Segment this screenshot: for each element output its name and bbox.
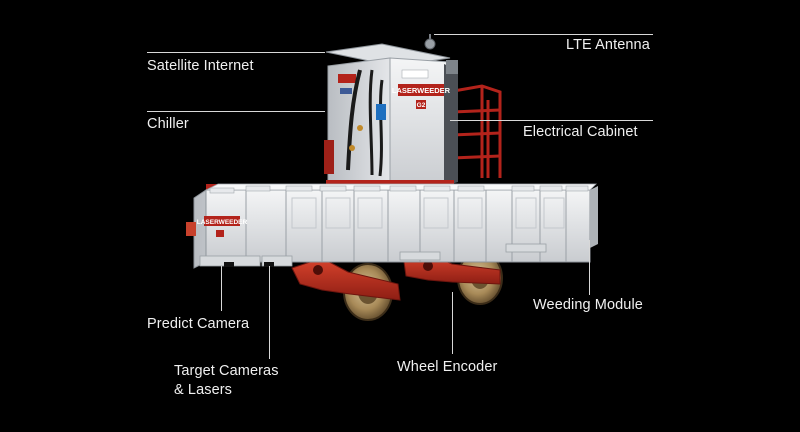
weeding-boom: LASERWEEDER	[186, 183, 598, 269]
label-chiller: Chiller	[147, 116, 189, 132]
label-wheel-encoder: Wheel Encoder	[397, 359, 498, 375]
label-satellite-internet: Satellite Internet	[147, 58, 254, 74]
label-weeding-module: Weeding Module	[533, 297, 643, 313]
leader-weeding	[589, 240, 590, 295]
leader-target	[269, 266, 270, 359]
svg-text:G2: G2	[417, 102, 426, 109]
label-target-cameras: Target Cameras	[174, 363, 279, 379]
leader-lte	[434, 34, 653, 35]
label-electrical-cabinet: Electrical Cabinet	[523, 124, 638, 140]
label-predict-camera: Predict Camera	[147, 316, 250, 332]
leader-wheel	[452, 292, 453, 354]
railing	[447, 84, 502, 178]
leader-predict	[221, 266, 222, 311]
electrical-cabinet-body: LASERWEEDER G2	[324, 34, 458, 189]
label-lte-antenna: LTE Antenna	[566, 37, 650, 53]
leader-chiller	[147, 111, 325, 112]
label-target-lasers: & Lasers	[174, 382, 233, 398]
leader-satellite	[147, 52, 325, 53]
svg-text:LASERWEEDER: LASERWEEDER	[197, 219, 248, 226]
leader-cabinet	[450, 120, 653, 121]
svg-text:LASERWEEDER: LASERWEEDER	[392, 86, 451, 95]
